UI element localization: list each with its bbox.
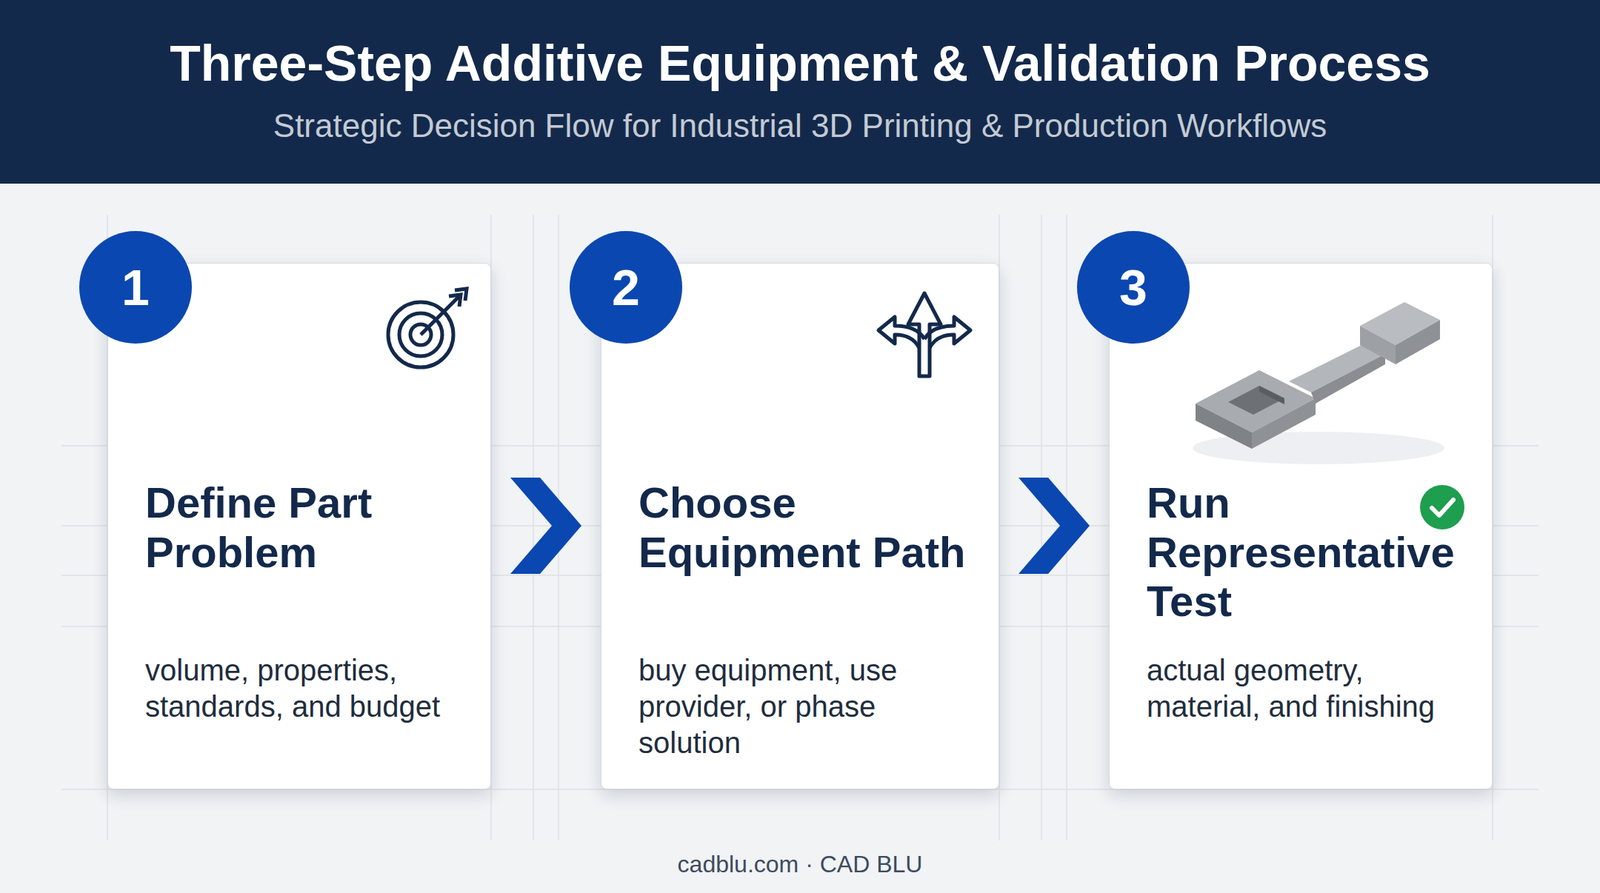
test-part-illustration [1192, 302, 1445, 465]
check-badge [1420, 485, 1465, 530]
step-number: 2 [611, 262, 640, 313]
flow-chevron [510, 477, 582, 575]
step-number-circle: 1 [79, 231, 192, 344]
subtitle-label: Strategic Decision Flow for Industrial 3… [0, 108, 1600, 144]
diagram-title: Three-Step Additive Equipment & Validati… [0, 35, 1600, 92]
branch-arrows-icon [878, 293, 971, 377]
flow-chevron [1018, 477, 1090, 575]
chevron-shape [1018, 477, 1090, 575]
header-band [0, 0, 1600, 184]
target-icon [388, 288, 467, 368]
card-heading: Choose Equipment Path [638, 478, 969, 578]
process-card: Define Part Problem volume, properties, s… [107, 262, 492, 790]
card-heading: Run Representative Test [1146, 478, 1463, 627]
chevron-shape [510, 477, 582, 575]
step-number-circle: 2 [569, 231, 683, 344]
step-number: 3 [1119, 262, 1148, 313]
step-number-circle: 3 [1077, 231, 1190, 344]
card-heading: Define Part Problem [145, 478, 461, 578]
card-body: buy equipment, use provider, or phase so… [638, 652, 977, 761]
step-number: 1 [121, 262, 150, 313]
process-card: Choose Equipment Path buy equipment, use … [600, 262, 1000, 790]
card-body: actual geometry, material, and finishing [1146, 652, 1470, 726]
card-body: volume, properties, standards, and budge… [145, 652, 469, 726]
footer-label: cadblu.com · CAD BLU [0, 851, 1600, 878]
